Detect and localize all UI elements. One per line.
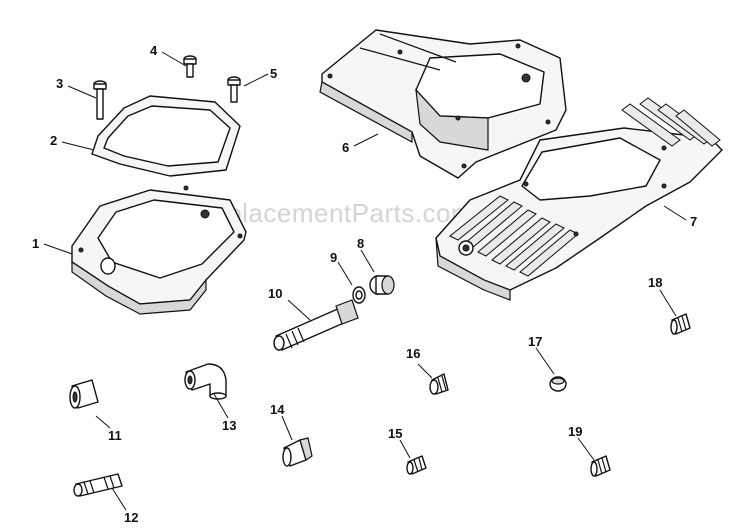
callout-9: 9: [330, 250, 337, 265]
callout-12: 12: [124, 510, 138, 525]
part-15-plug: [406, 455, 427, 475]
part-9-washer: [352, 286, 366, 304]
callout-18: 18: [648, 275, 662, 290]
callout-3: 3: [56, 76, 63, 91]
callout-2: 2: [50, 133, 57, 148]
part-7-finned-housing: [435, 97, 723, 301]
callout-15: 15: [388, 426, 402, 441]
callout-numbers: 1 2 3 4 5 6 7 8 9 10 11 12 13 14 15 16 1…: [32, 43, 697, 525]
callout-13: 13: [222, 418, 236, 433]
part-18-plug: [670, 313, 691, 335]
part-12-nipple: [73, 473, 123, 497]
callout-8: 8: [357, 236, 364, 251]
leader-lines: [43, 51, 687, 511]
part-11-coupling: [69, 379, 99, 409]
callout-14: 14: [270, 402, 285, 417]
part-2-gasket: [91, 95, 241, 177]
part-8-plug: [369, 275, 395, 295]
part-13-elbow: [184, 363, 227, 400]
part-16-plug: [429, 373, 449, 395]
part-19-plug: [590, 455, 611, 477]
part-17-cap: [549, 376, 567, 392]
part-5-bolt: [227, 76, 241, 103]
part-4-bolt: [183, 55, 197, 78]
callout-7: 7: [690, 214, 697, 229]
callout-11: 11: [108, 428, 122, 443]
callout-4: 4: [150, 43, 158, 58]
callout-16: 16: [406, 346, 420, 361]
part-3-bolt: [93, 80, 107, 120]
callout-5: 5: [270, 66, 277, 81]
part-1-cover-base: [71, 185, 247, 315]
callout-6: 6: [342, 140, 349, 155]
callout-17: 17: [528, 334, 542, 349]
part-6-upper-housing: [319, 29, 567, 179]
part-14-bushing: [282, 437, 313, 467]
callout-10: 10: [268, 286, 282, 301]
part-10-pipe: [273, 299, 359, 351]
callout-1: 1: [32, 236, 39, 251]
callout-19: 19: [568, 424, 582, 439]
